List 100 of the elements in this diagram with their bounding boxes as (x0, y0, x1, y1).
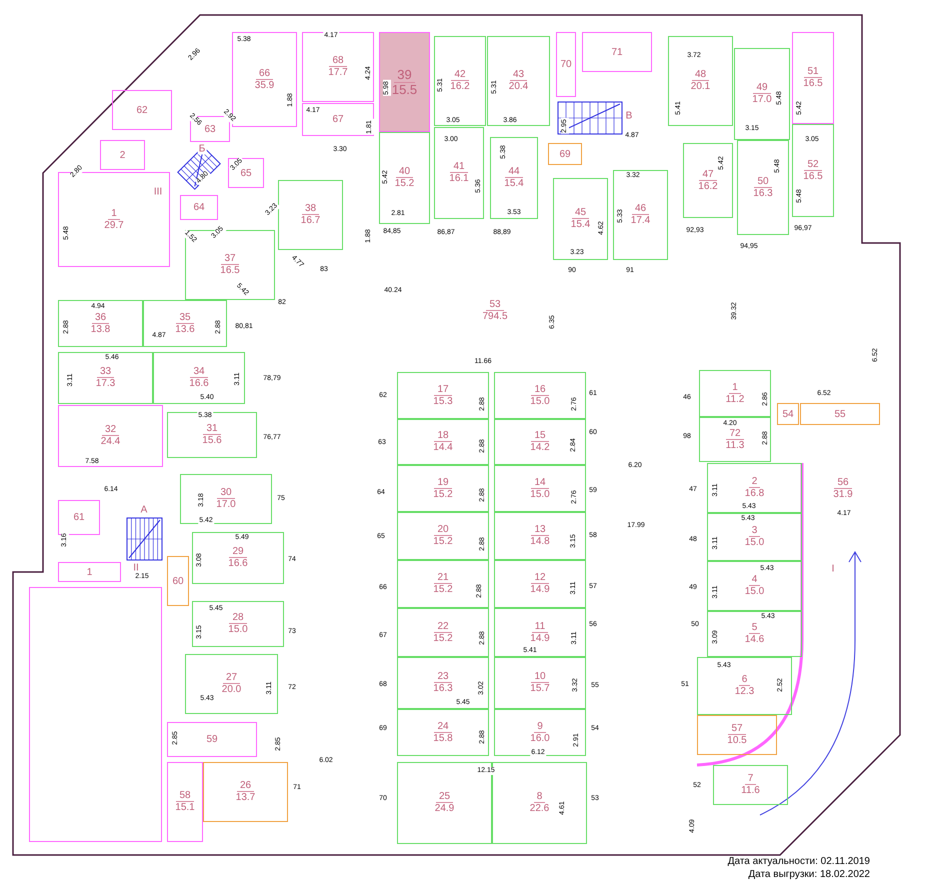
room-area: 14.8 (530, 536, 550, 548)
room-area: 15.1 (175, 802, 195, 814)
room-number: 14 (531, 476, 549, 488)
room-number: 34 (190, 366, 208, 378)
room-number: 56 (834, 477, 852, 489)
room-number: 3 (748, 525, 760, 537)
room-area: 16.5 (220, 265, 240, 277)
room-area: 15.8 (433, 732, 453, 744)
room-number: 9 (534, 720, 546, 732)
room-number: 24 (434, 720, 452, 732)
room-area: 17.0 (216, 499, 236, 511)
room-number: 69 (559, 148, 571, 160)
room-number: 15 (531, 430, 549, 442)
room-number: 31 (203, 423, 221, 435)
room-number: 11 (532, 620, 548, 632)
room-number: 12 (531, 572, 549, 584)
room-number: 67 (332, 114, 344, 125)
room-number: 2 (748, 476, 760, 488)
room (302, 103, 374, 136)
room-number: 42 (451, 69, 469, 81)
room-number: 13 (531, 524, 549, 536)
room-number: 64 (193, 202, 205, 213)
room-area: 15.3 (433, 396, 453, 408)
room-number: 19 (434, 476, 452, 488)
room-number: 59 (206, 734, 218, 745)
room (548, 143, 582, 165)
room-number: 27 (222, 672, 240, 684)
room (167, 722, 257, 757)
room (713, 765, 788, 805)
room-area: 24.4 (100, 436, 120, 448)
room-area: 15.4 (570, 219, 590, 231)
room-number: 40 (396, 166, 414, 178)
room-number: 70 (560, 59, 572, 70)
room-number: 54 (782, 408, 794, 420)
room (167, 762, 203, 842)
room-number: 10 (531, 671, 549, 683)
room (556, 32, 576, 97)
room-area: 11.6 (741, 785, 760, 797)
room-area: 13.7 (236, 792, 256, 804)
room-number: 29 (229, 546, 247, 558)
date-note: Дата выгрузки: 18.02.2022 (748, 869, 870, 880)
room-area: 14.4 (433, 442, 453, 454)
room-area: 14.9 (530, 584, 550, 596)
room-number: 46 (632, 203, 650, 215)
room-number: 18 (434, 430, 452, 442)
room-area: 794.5 (482, 311, 508, 323)
room-number: 48 (692, 69, 710, 81)
room-number: 53 (486, 299, 504, 311)
room-number: 71 (611, 46, 623, 58)
room (58, 562, 121, 582)
room-area: 15.2 (433, 632, 453, 644)
room-number: 30 (217, 487, 235, 499)
room-number: 1 (86, 566, 92, 578)
stair-label: III (152, 186, 164, 198)
room-area: 17.3 (96, 378, 116, 390)
room-number: 50 (754, 176, 772, 188)
room (180, 195, 218, 220)
room-area: 15.6 (202, 435, 222, 447)
room-number: 45 (572, 207, 590, 219)
room-number: 1 (729, 382, 741, 394)
room-number: 25 (436, 791, 454, 803)
room (379, 32, 430, 132)
room-number: 39 (394, 68, 415, 82)
room-area: 16.1 (449, 173, 469, 185)
room-area: 11.2 (726, 394, 744, 406)
room-number: 52 (804, 158, 822, 170)
room-area: 16.3 (753, 188, 773, 200)
room-area: 10.5 (727, 735, 747, 747)
room-area: 15.7 (530, 683, 550, 695)
room-number: 6 (738, 674, 750, 686)
room (278, 180, 343, 250)
room (167, 556, 189, 606)
room (112, 90, 172, 130)
room (203, 762, 288, 822)
stair-label: Б (198, 144, 206, 154)
room-area: 12.3 (734, 686, 754, 698)
room-number: 49 (753, 82, 771, 94)
room-area: 13.8 (90, 324, 110, 336)
room-number: 43 (510, 69, 528, 81)
room-area: 16.6 (228, 558, 248, 570)
room-area: 16.6 (189, 378, 209, 390)
room-number: 28 (229, 612, 247, 624)
room-number: 66 (256, 68, 274, 80)
room-area: 20.0 (222, 684, 242, 696)
room-area: 16.5 (803, 170, 823, 182)
room-number: 33 (96, 366, 114, 378)
room (800, 403, 880, 425)
room-area: 20.1 (690, 81, 710, 93)
room-number: 41 (450, 161, 468, 173)
room-area: 24.9 (434, 803, 454, 815)
room (582, 32, 652, 72)
room-area: 11.3 (726, 440, 744, 452)
room-number: 7 (744, 773, 756, 785)
room (29, 587, 162, 842)
room-area: 15.0 (744, 537, 764, 549)
room-number: 22 (434, 620, 452, 632)
room-number: 35 (176, 312, 194, 324)
room-area: 17.4 (630, 215, 650, 227)
room-area: 14.9 (530, 632, 550, 644)
room-number: 51 (804, 66, 822, 78)
